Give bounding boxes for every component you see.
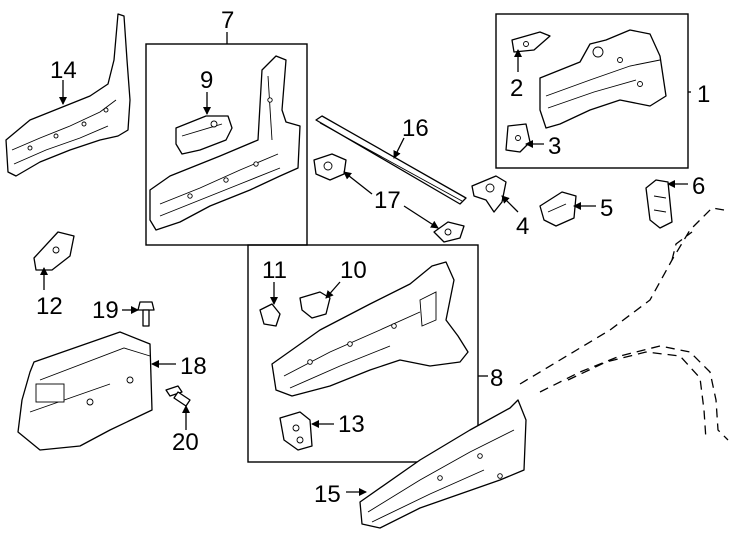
part-11-clip [259, 303, 281, 327]
part-17-bracket-lower [433, 221, 465, 243]
callout-13: 13 [338, 411, 365, 438]
part-9-bracket [175, 115, 233, 155]
callout-1: 1 [697, 81, 710, 108]
callout-18: 18 [180, 353, 207, 380]
callout-19: 19 [92, 297, 119, 324]
callout-15: 15 [314, 481, 341, 508]
part-4-mount [471, 175, 507, 213]
part-18-frame-extension [17, 331, 153, 451]
callout-3: 3 [548, 133, 561, 160]
part-2-bracket [511, 31, 551, 53]
callout-11: 11 [262, 257, 287, 284]
leader-17b [403, 205, 439, 229]
callout-14: 14 [50, 57, 77, 84]
callout-2: 2 [510, 75, 523, 102]
part-8-apron-assembly [271, 261, 469, 397]
part-7-apron-rail [149, 55, 301, 231]
leader-16 [393, 137, 405, 159]
callout-4: 4 [516, 213, 529, 240]
part-10-bracket [299, 291, 331, 319]
callout-numbers: 14 7 9 16 17 1 2 3 4 5 6 12 19 18 20 11 … [36, 7, 710, 508]
callout-8: 8 [490, 365, 503, 392]
fender-outline [519, 207, 729, 441]
part-20-bolt [165, 385, 191, 407]
callout-17: 17 [374, 187, 401, 214]
part-6-support [645, 179, 673, 229]
leader-4 [501, 195, 519, 213]
part-3-plate [505, 123, 531, 153]
callout-12: 12 [36, 293, 63, 320]
part-5-bracket [539, 191, 577, 227]
callout-9: 9 [200, 67, 213, 94]
leader-17a [343, 171, 373, 195]
part-15-lower-rail [359, 399, 527, 529]
part-1-rail-assembly [539, 29, 667, 129]
callout-7: 7 [221, 7, 234, 34]
part-12-bracket [33, 231, 75, 271]
callout-20: 20 [172, 429, 199, 456]
part-14-pillar-reinforcement [5, 13, 131, 177]
leader-lines [40, 32, 691, 496]
group-box-8 [247, 244, 479, 463]
callout-16: 16 [402, 115, 429, 142]
callout-5: 5 [600, 195, 613, 222]
part-16-tie-bar [315, 115, 467, 205]
callout-6: 6 [692, 173, 705, 200]
leader-10 [325, 281, 341, 299]
callout-10: 10 [340, 257, 367, 284]
part-19-bolt [137, 301, 155, 327]
part-17-bracket-upper [313, 153, 347, 181]
part-13-reinforcement [279, 411, 313, 451]
group-box-1 [495, 13, 689, 169]
